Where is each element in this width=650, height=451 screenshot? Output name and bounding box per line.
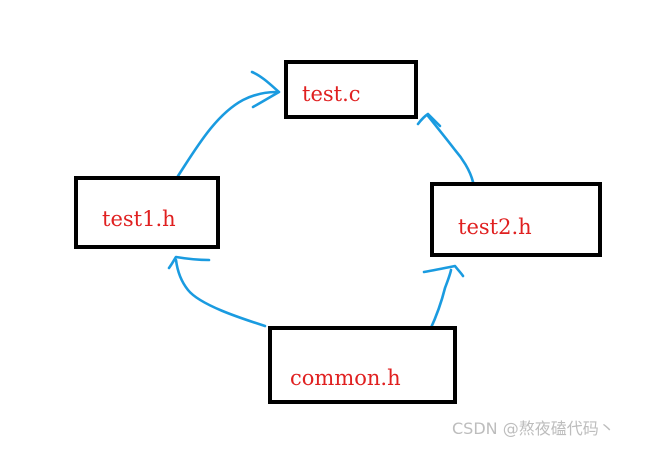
box-test2-h: test2.h	[430, 182, 602, 257]
box-test-c: test.c	[284, 60, 418, 119]
arrow-test1-to-test-c	[176, 70, 281, 178]
arrow-common-to-test2	[422, 264, 465, 332]
label-common-h: common.h	[290, 366, 401, 390]
box-test1-h: test1.h	[74, 176, 220, 249]
box-common-h: common.h	[268, 326, 457, 404]
label-test1-h: test1.h	[102, 207, 176, 231]
label-test-c: test.c	[302, 82, 361, 106]
arrow-common-to-test1	[167, 255, 267, 328]
watermark: CSDN @熬夜磕代码丶	[452, 419, 615, 438]
label-test2-h: test2.h	[458, 215, 532, 239]
arrow-test2-to-test-c	[416, 112, 475, 184]
